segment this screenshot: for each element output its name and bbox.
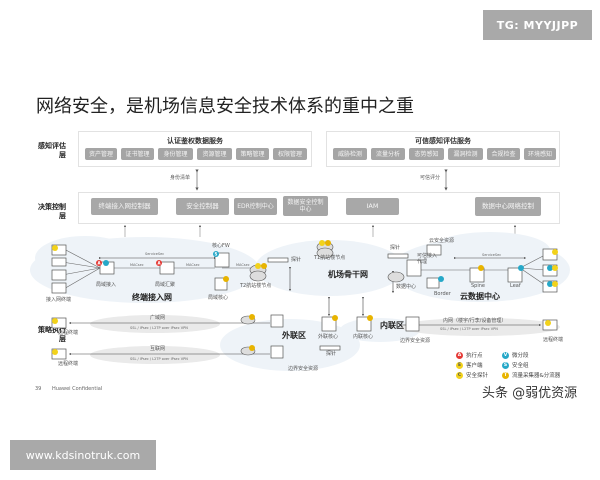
label-dc: 数据中心 bbox=[396, 284, 417, 290]
label-macsec: MACsec bbox=[130, 263, 144, 267]
controller-box: 终端接入网控制器 安全控制器 EDR控制中心 数据安全控制中心 IAM 数据中心… bbox=[78, 192, 560, 224]
label-servicesec: ServiceSec bbox=[482, 253, 502, 257]
label-border: Border bbox=[434, 291, 451, 297]
watermark: 头条 @弱优资源 bbox=[482, 386, 578, 401]
legend-marker: A bbox=[456, 351, 463, 359]
label-access-net: 终端接入网 bbox=[132, 293, 172, 302]
legend-marker: V bbox=[502, 351, 509, 359]
label-vpn: SSL / IPsec / L2TP over IPsec VPN bbox=[130, 326, 188, 330]
trust-item: 环境感知 bbox=[524, 148, 556, 160]
svg-text:A: A bbox=[97, 261, 101, 266]
label-cloud-sec: 云安全资源 bbox=[429, 238, 455, 244]
legend-label: 执行点 bbox=[466, 353, 483, 359]
label-trust-score: 可信评分 bbox=[420, 175, 441, 181]
tg-badge: TG: MYYJJPP bbox=[483, 10, 592, 40]
auth-item: 证书管理 bbox=[121, 148, 154, 160]
label-leaf: Leaf bbox=[510, 283, 521, 289]
label-border-sec: 边界安全资源 bbox=[288, 366, 319, 372]
label-t1: T1航站楼节点 bbox=[314, 255, 346, 261]
label-ext-zone: 外联区 bbox=[282, 331, 306, 340]
label-backbone: 机场骨干网 bbox=[328, 270, 368, 279]
page-title: 网络安全，是机场信息安全技术体系的重中之重 bbox=[36, 96, 414, 117]
svg-text:S: S bbox=[215, 252, 218, 257]
trust-item: 漏洞检测 bbox=[448, 148, 483, 160]
legend-label: 流量采集器&分流器 bbox=[512, 373, 561, 379]
layer-label-decide: 决策控制层 bbox=[38, 203, 66, 220]
label-probe: 探针 bbox=[390, 245, 401, 251]
label-trusted-proxy: 可信接入代理 bbox=[417, 253, 438, 265]
auth-item: 资源管理 bbox=[197, 148, 232, 160]
label-servicesec: ServiceSec bbox=[145, 252, 165, 256]
controller-item: 终端接入网控制器 bbox=[91, 198, 158, 215]
label-access-terminal: 接入网终端 bbox=[46, 297, 72, 303]
controller-item: 安全控制器 bbox=[176, 198, 229, 215]
label-core-fw: 核心FW bbox=[212, 243, 230, 249]
legend-label: 安全组 bbox=[512, 363, 529, 369]
label-lan-access: 局域接入 bbox=[96, 282, 117, 288]
confidential-label: Huawei Confidential bbox=[52, 386, 103, 392]
controller-item: 数据安全控制中心 bbox=[283, 196, 328, 216]
auth-item: 策略管理 bbox=[236, 148, 269, 160]
label-macsec: MACsec bbox=[186, 263, 200, 267]
auth-item: 身份管理 bbox=[158, 148, 193, 160]
label-internet: 互联网 bbox=[150, 346, 166, 352]
auth-item: 资产管理 bbox=[85, 148, 117, 160]
controller-item: EDR控制中心 bbox=[234, 198, 277, 215]
label-int-core: 内联核心 bbox=[353, 334, 374, 340]
label-remote-terminal: 远程终端 bbox=[58, 330, 79, 336]
label-remote-terminal: 远程终端 bbox=[543, 337, 564, 343]
legend-label: 安全探针 bbox=[466, 373, 489, 379]
label-probe: 探针 bbox=[326, 351, 337, 357]
label-macsec: MACsec bbox=[236, 263, 250, 267]
label-vpn: SSL / IPsec / L2TP over IPsec VPN bbox=[440, 327, 498, 331]
label-ext-core: 外联核心 bbox=[318, 334, 339, 340]
trust-item: 流量分析 bbox=[371, 148, 405, 160]
legend-marker: T bbox=[502, 371, 509, 379]
label-spine: Spine bbox=[471, 283, 485, 289]
label-vpn: SSL / IPsec / L2TP over IPsec VPN bbox=[130, 357, 188, 361]
legend-marker: S bbox=[502, 361, 509, 369]
label-t2: T2航站楼节点 bbox=[240, 283, 272, 289]
svg-text:A: A bbox=[157, 261, 161, 266]
trust-item: 态势感知 bbox=[409, 148, 444, 160]
label-int-zone: 内联区 bbox=[380, 321, 404, 330]
site-badge: www.kdsinotruk.com bbox=[10, 440, 156, 470]
controller-item: IAM bbox=[346, 198, 399, 215]
trust-item: 合规检查 bbox=[487, 148, 520, 160]
label-remote-terminal: 远程终端 bbox=[58, 361, 79, 367]
trust-service-box: 可信感知评估服务 威胁检测 流量分析 态势感知 漏洞检测 合规检查 环境感知 bbox=[326, 131, 560, 167]
auth-item: 权限管理 bbox=[273, 148, 307, 160]
auth-service-title: 认证鉴权数据服务 bbox=[167, 137, 223, 145]
label-lan-core: 局域核心 bbox=[208, 295, 229, 301]
label-intranet: 内网（楼宇/行李/设备管理） bbox=[443, 318, 507, 324]
legend-label: 微分段 bbox=[512, 353, 529, 359]
trust-item: 威胁检测 bbox=[333, 148, 367, 160]
layer-label-sense: 感知评估层 bbox=[38, 142, 66, 159]
controller-item: 数据中心网络控制 bbox=[475, 197, 541, 216]
legend-label: 客户端 bbox=[466, 363, 483, 369]
label-probe: 探针 bbox=[291, 257, 302, 263]
label-lan-agg: 局域汇聚 bbox=[155, 282, 176, 288]
layer-label-exec: 策略执行层 bbox=[38, 326, 66, 343]
label-wan: 广域网 bbox=[150, 315, 166, 321]
label-identity-list: 身份清单 bbox=[170, 175, 191, 181]
auth-service-box: 认证鉴权数据服务 资产管理 证书管理 身份管理 资源管理 策略管理 权限管理 bbox=[78, 131, 312, 167]
label-border-sec: 边界安全资源 bbox=[400, 338, 431, 344]
page-number: 39 bbox=[35, 386, 42, 392]
legend-marker: E bbox=[456, 361, 463, 369]
legend-marker: C bbox=[456, 371, 463, 379]
label-cloud-dc: 云数据中心 bbox=[460, 292, 500, 301]
trust-service-title: 可信感知评估服务 bbox=[415, 137, 471, 145]
